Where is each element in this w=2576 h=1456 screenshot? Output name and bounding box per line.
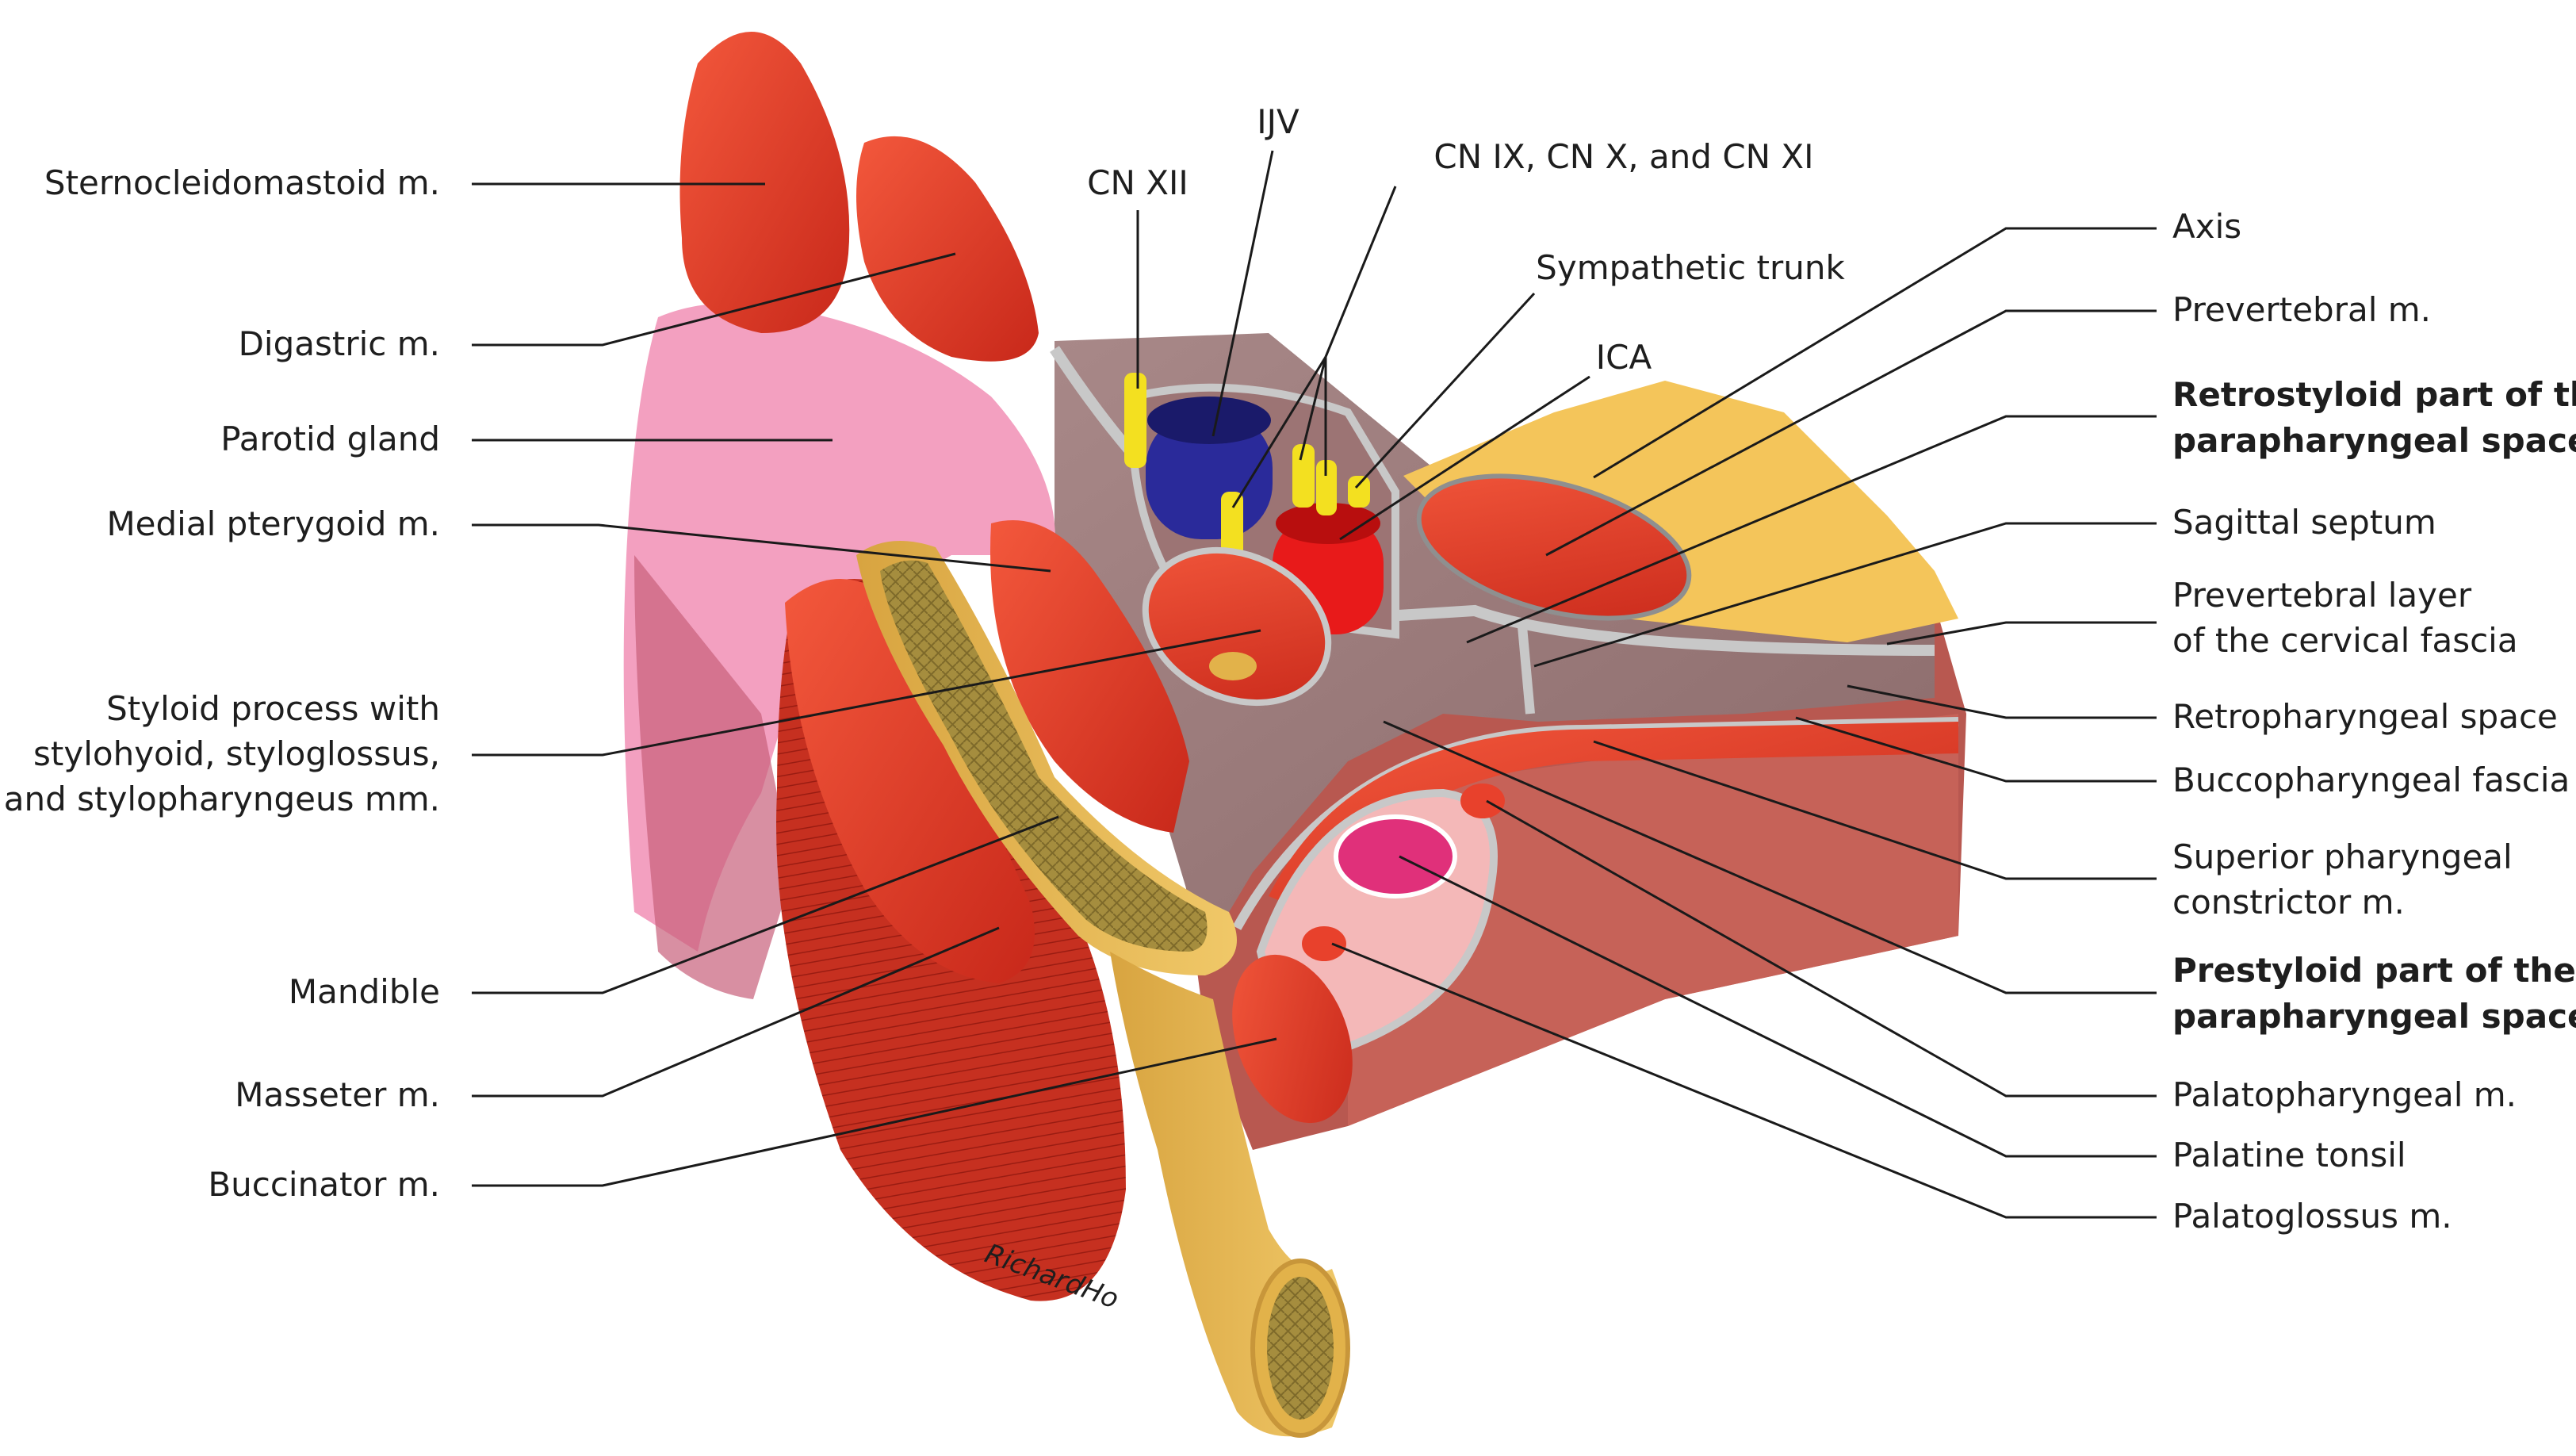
leader-cn-ix [1231,356,1327,508]
label-palatoglossus: Palatoglossus m. [2172,1197,2452,1236]
label-cn-xii: CN XII [1087,163,1188,202]
leader-sup-constrictor [1593,740,2157,880]
leader-prestyloid [1383,720,2157,994]
digastric-muscle [856,136,1039,362]
labels-right: Axis Prevertebral m. Retrostyloid part o… [2172,207,2576,1236]
leader-prevert-layer [1886,621,2157,646]
label-prestyloid-line-2: parapharyngeal space [2172,997,2576,1036]
label-buccinator: Buccinator m. [208,1165,440,1204]
cn-x-nerve [1292,444,1315,508]
label-prevertebral-m: Prevertebral m. [2172,290,2431,329]
label-cn-ix-x-xi: CN IX, CN X, and CN XI [1433,137,1813,176]
leader-cn-ix-x-xi [1324,186,1397,358]
label-prestyloid-line-1: Prestyloid part of the [2172,951,2576,990]
leader-palatoglossus [1331,942,2157,1219]
mandible-cut-marrow [1267,1277,1334,1420]
leader-ijv [1211,150,1274,437]
label-sup-constrictor-line-2: constrictor m. [2172,883,2405,921]
label-retropharyngeal: Retropharyngeal space [2172,697,2558,736]
sagittal-septum-line [1518,626,1535,715]
medial-pterygoid-muscle [990,520,1189,833]
leader-cn-x [1299,356,1327,461]
styloid-muscle-bundle [1142,546,1332,707]
label-prevert-layer-line-1: Prevertebral layer [2172,576,2472,615]
labels-left: Sternocleidomastoid m. Digastric m. Paro… [4,163,440,1204]
leader-buccinator [472,1037,1277,1187]
label-digastric: Digastric m. [239,324,440,363]
ica-lumen [1276,503,1380,544]
label-medial-pterygoid: Medial pterygoid m. [106,504,440,543]
label-styloid-line-3: and stylopharyngeus mm. [4,780,440,818]
pharyngeal-wall-shade [1348,714,1958,1126]
label-styloid-line-1: Styloid process with [106,689,440,728]
sternocleidomastoid-muscle [679,32,850,333]
label-retrostyloid-line-2: parapharyngeal space [2172,421,2576,460]
leader-sagittal [1533,522,2157,668]
superior-constrictor [1269,722,1958,912]
palatopharyngeal-muscle [1460,784,1505,818]
leader-retrostyloid [1466,415,2157,644]
label-masseter: Masseter m. [235,1075,440,1114]
label-sup-constrictor-line-1: Superior pharyngeal [2172,837,2513,876]
ijv-lumen [1147,397,1271,444]
label-mandible: Mandible [289,972,440,1011]
label-sympathetic: Sympathetic trunk [1536,248,1845,287]
cn-xi-nerve [1316,460,1337,515]
leader-palatopharyngeal [1486,799,2157,1098]
buccinator-muscle [1232,954,1353,1124]
masseter-face [785,579,1035,983]
leader-prevertebral-m [1545,309,2157,557]
label-ijv: IJV [1257,102,1299,141]
label-parotid: Parotid gland [220,420,440,458]
label-axis: Axis [2172,207,2241,246]
leader-retropharyngeal [1847,684,2157,719]
cn-ix-nerve [1221,492,1243,563]
leader-styloid [472,629,1261,757]
leader-digastric [472,252,956,347]
leader-masseter [472,926,1000,1098]
palatoglossus-muscle [1302,926,1346,961]
cn-xii-nerve [1124,373,1146,468]
leader-axis [1593,227,2157,479]
mandible-marrow [880,560,1208,952]
sympathetic-trunk-nerve [1348,476,1370,508]
styloid-process [1209,652,1257,680]
leader-sympathetic [1354,292,1536,489]
label-ica: ICA [1596,338,1652,377]
label-sternocleidomastoid: Sternocleidomastoid m. [44,163,440,202]
label-buccopharyngeal: Buccopharyngeal fascia [2172,761,2570,799]
labels-top: CN XII IJV CN IX, CN X, and CN XI Sympat… [1087,102,1845,377]
label-palatopharyngeal: Palatopharyngeal m. [2172,1075,2517,1114]
leader-palatine-tonsil [1399,855,2157,1158]
leader-buccopharyngeal [1795,716,2157,783]
label-prevert-layer-line-2: of the cervical fascia [2172,621,2518,660]
leader-ica [1339,375,1590,541]
label-styloid-line-2: stylohyoid, styloglossus, [33,734,440,773]
leader-medial-pterygoid [472,523,1051,573]
prevertebral-muscle [1416,473,1692,621]
illustration: RichardHo [623,32,1966,1438]
palatine-tonsil [1334,814,1457,899]
label-palatine-tonsil: Palatine tonsil [2172,1136,2406,1174]
leader-mandible [472,815,1059,994]
leader-lines [472,150,2157,1219]
parotid-shadow [634,555,793,999]
label-sagittal: Sagittal septum [2172,503,2436,542]
label-retrostyloid-line-1: Retrostyloid part of the [2172,375,2576,414]
